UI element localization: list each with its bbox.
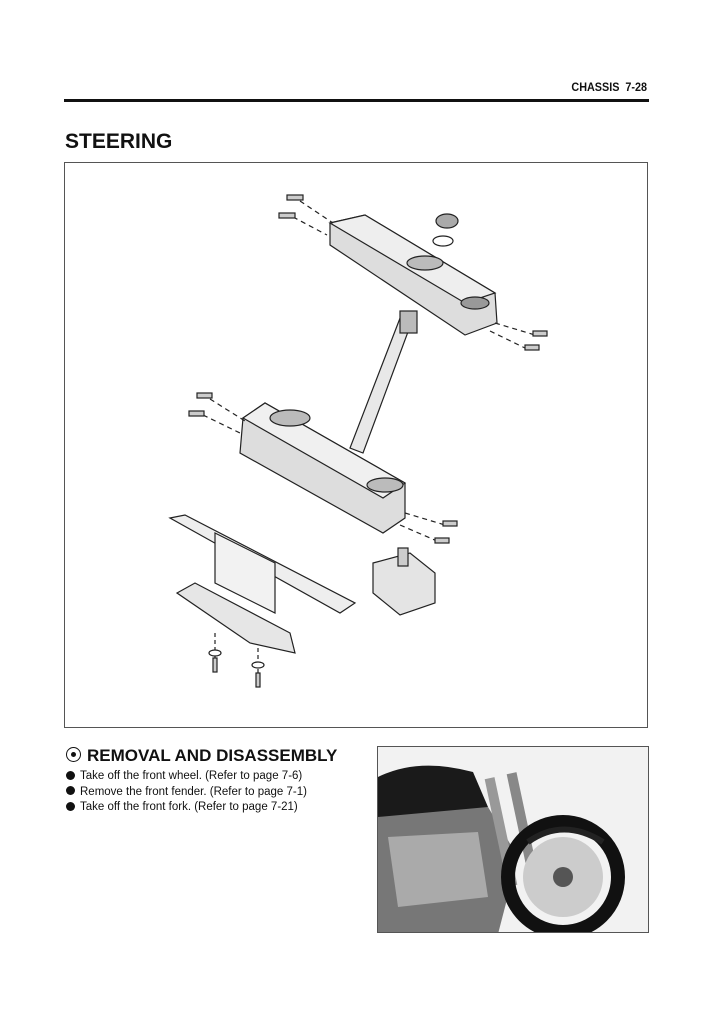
bullet-icon (66, 770, 75, 780)
removal-symbol-icon (66, 747, 81, 762)
removal-heading: REMOVAL AND DISASSEMBLY (66, 746, 337, 766)
removal-step-text: Remove the front fender. (Refer to page … (80, 785, 307, 798)
removal-step: Take off the front wheel. (Refer to page… (66, 769, 307, 785)
header-section: CHASSIS (571, 80, 620, 94)
page-title: STEERING (65, 130, 173, 153)
removal-heading-text: REMOVAL AND DISASSEMBLY (87, 746, 338, 765)
bullet-icon (66, 801, 75, 811)
removal-step-text: Take off the front wheel. (Refer to page… (80, 770, 303, 782)
header-page-number: 7-28 (625, 80, 647, 94)
steering-exploded-diagram (64, 162, 648, 728)
lower-bracket (239, 402, 407, 534)
motorcycle-front-photo (377, 746, 649, 933)
page-header: CHASSIS 7-28 (571, 80, 647, 94)
removal-step: Take off the front fork. (Refer to page … (66, 800, 307, 816)
removal-steps: Take off the front wheel. (Refer to page… (66, 769, 307, 816)
removal-step-text: Take off the front fork. (Refer to page … (80, 801, 298, 813)
header-rule (64, 99, 649, 102)
bullet-icon (66, 786, 75, 795)
upper-bracket (328, 214, 498, 336)
removal-step: Remove the front fender. (Refer to page … (66, 785, 307, 801)
